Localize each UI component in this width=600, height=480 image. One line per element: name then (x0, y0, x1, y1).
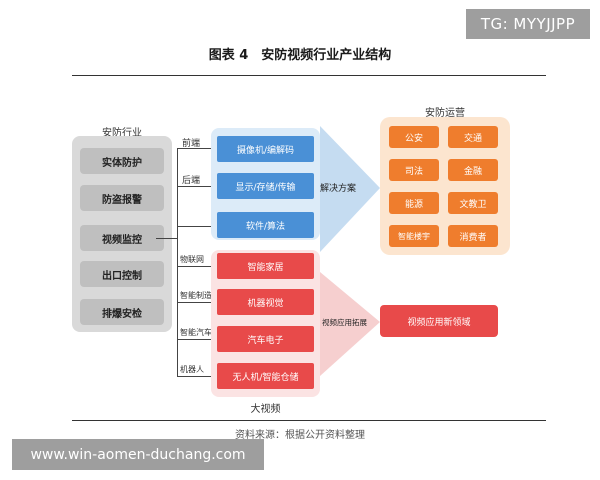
branch-front: 前端 (182, 139, 201, 149)
orange-item-traffic: 交通 (448, 126, 498, 148)
red-item-smart-home: 智能家居 (217, 253, 314, 279)
left-item-access: 出口控制 (80, 261, 164, 287)
blue-panel: 摄像机/编解码 显示/存储/传输 软件/算法 (211, 128, 320, 240)
left-item-video: 视频监控 (80, 225, 164, 251)
red-item-machine-vision: 机器视觉 (217, 289, 314, 315)
connector-main (156, 238, 177, 239)
branch-auto: 智能汽车 (180, 328, 212, 337)
expansion-arrow (320, 272, 380, 376)
figure-source: 资料来源：根据公开资料整理 (235, 430, 365, 441)
left-item-alarm: 防盗报警 (80, 185, 164, 211)
left-panel: 实体防护 防盗报警 视频监控 出口控制 排爆安检 (72, 136, 172, 332)
orange-panel-title: 安防运营 (425, 108, 465, 119)
orange-item-energy: 能源 (389, 192, 439, 214)
red-item-auto-electronics: 汽车电子 (217, 326, 314, 352)
solution-arrow-shape (320, 126, 380, 252)
branch-manufacturing: 智能制造 (180, 291, 212, 300)
watermark-bottom: www.win-aomen-duchang.com (12, 439, 264, 470)
bottom-rule (72, 420, 546, 421)
solution-arrow (320, 126, 380, 252)
orange-item-justice: 司法 (389, 159, 439, 181)
branch-back: 后端 (182, 176, 201, 186)
left-item-physical: 实体防护 (80, 148, 164, 174)
figure-title: 图表 4 安防视频行业产业结构 (208, 48, 392, 63)
orange-item-smart-building: 智能楼宇 (389, 225, 439, 247)
red-panel-title: 大视频 (250, 404, 281, 415)
left-panel-title: 安防行业 (102, 128, 142, 139)
expansion-arrow-shape (320, 272, 380, 376)
top-rule (72, 75, 546, 76)
connector-manufacturing (177, 302, 212, 303)
connector-iot (177, 266, 212, 267)
branch-iot: 物联网 (180, 255, 204, 264)
blue-item-camera: 摄像机/编解码 (217, 136, 314, 162)
orange-item-finance: 金融 (448, 159, 498, 181)
connector-software (177, 226, 212, 227)
orange-item-education: 文教卫 (448, 192, 498, 214)
connector-robot (177, 376, 212, 377)
blue-item-display: 显示/存储/传输 (217, 173, 314, 199)
left-item-screening: 排爆安检 (80, 299, 164, 325)
connector-front (177, 148, 212, 149)
branch-robot: 机器人 (180, 365, 204, 374)
new-field-box: 视频应用新领域 (380, 305, 498, 337)
orange-item-consumer: 消费者 (448, 225, 498, 247)
connector-vertical (177, 148, 178, 376)
connector-auto (177, 339, 212, 340)
red-item-drone: 无人机/智能仓储 (217, 363, 314, 389)
blue-item-software: 软件/算法 (217, 212, 314, 238)
connector-back (177, 186, 212, 187)
orange-panel: 公安 交通 司法 金融 能源 文教卫 智能楼宇 消费者 (380, 117, 510, 255)
red-panel: 智能家居 机器视觉 汽车电子 无人机/智能仓储 (211, 250, 320, 397)
solution-label: 解决方案 (320, 184, 357, 194)
orange-item-police: 公安 (389, 126, 439, 148)
watermark-top: TG: MYYJJPP (466, 9, 590, 39)
expansion-label: 视频应用拓展 (322, 318, 367, 327)
